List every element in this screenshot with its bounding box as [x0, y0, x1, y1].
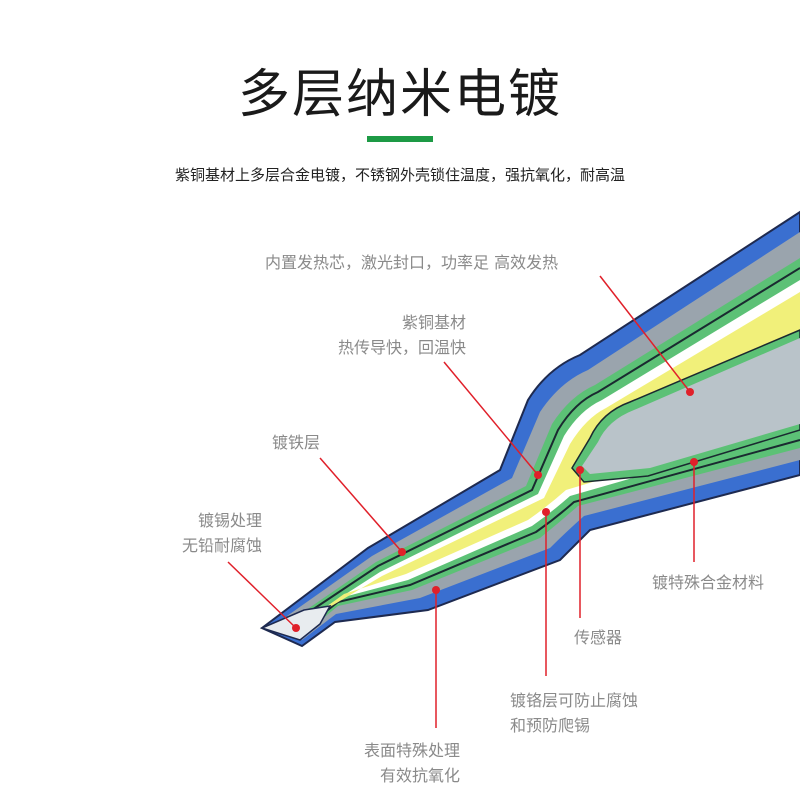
green-plating-layer	[280, 258, 800, 634]
inner-dark-line-bottom	[304, 439, 800, 629]
heating-core	[582, 338, 800, 474]
label-heating-core: 内置发热芯，激光封口，功率足 高效发热	[265, 253, 559, 272]
pointer-heating-core	[599, 275, 691, 393]
shell-gray-layer	[270, 232, 800, 640]
pointer-iron-layer	[319, 457, 403, 553]
dot-chrome	[542, 508, 550, 516]
dot-copper-base	[534, 471, 542, 479]
label-alloy-material: 镀特殊合金材料	[652, 573, 765, 592]
title-underline	[367, 136, 433, 142]
copper-base	[308, 292, 800, 620]
pointer-tin-treatment	[227, 561, 297, 629]
dot-tin-treatment	[292, 624, 300, 632]
dot-sensor	[576, 466, 584, 474]
dot-alloy	[690, 458, 698, 466]
page-title: 多层纳米电镀	[237, 65, 562, 125]
tip-point	[259, 605, 332, 641]
label-copper-base: 紫铜基材 热传导快，回温快	[337, 313, 466, 357]
label-sensor: 传感器	[574, 628, 623, 647]
dot-surface	[432, 586, 440, 594]
dot-heating-core	[686, 388, 694, 396]
dot-iron-layer	[398, 548, 406, 556]
label-tin-treatment: 镀锡处理 无铅耐腐蚀	[181, 511, 262, 555]
page-subtitle: 紫铜基材上多层合金电镀，不锈钢外壳锁住温度，强抗氧化，耐高温	[174, 166, 625, 184]
label-iron-layer: 镀铁层	[272, 433, 321, 452]
white-gap-layer	[296, 280, 800, 628]
inner-dark-line	[287, 267, 800, 627]
pointer-copper-base	[443, 361, 539, 476]
label-chrome-layer: 镀铬层可防止腐蚀 和预防爬锡	[510, 691, 639, 735]
label-surface-treatment: 表面特殊处理 有效抗氧化	[363, 741, 460, 785]
